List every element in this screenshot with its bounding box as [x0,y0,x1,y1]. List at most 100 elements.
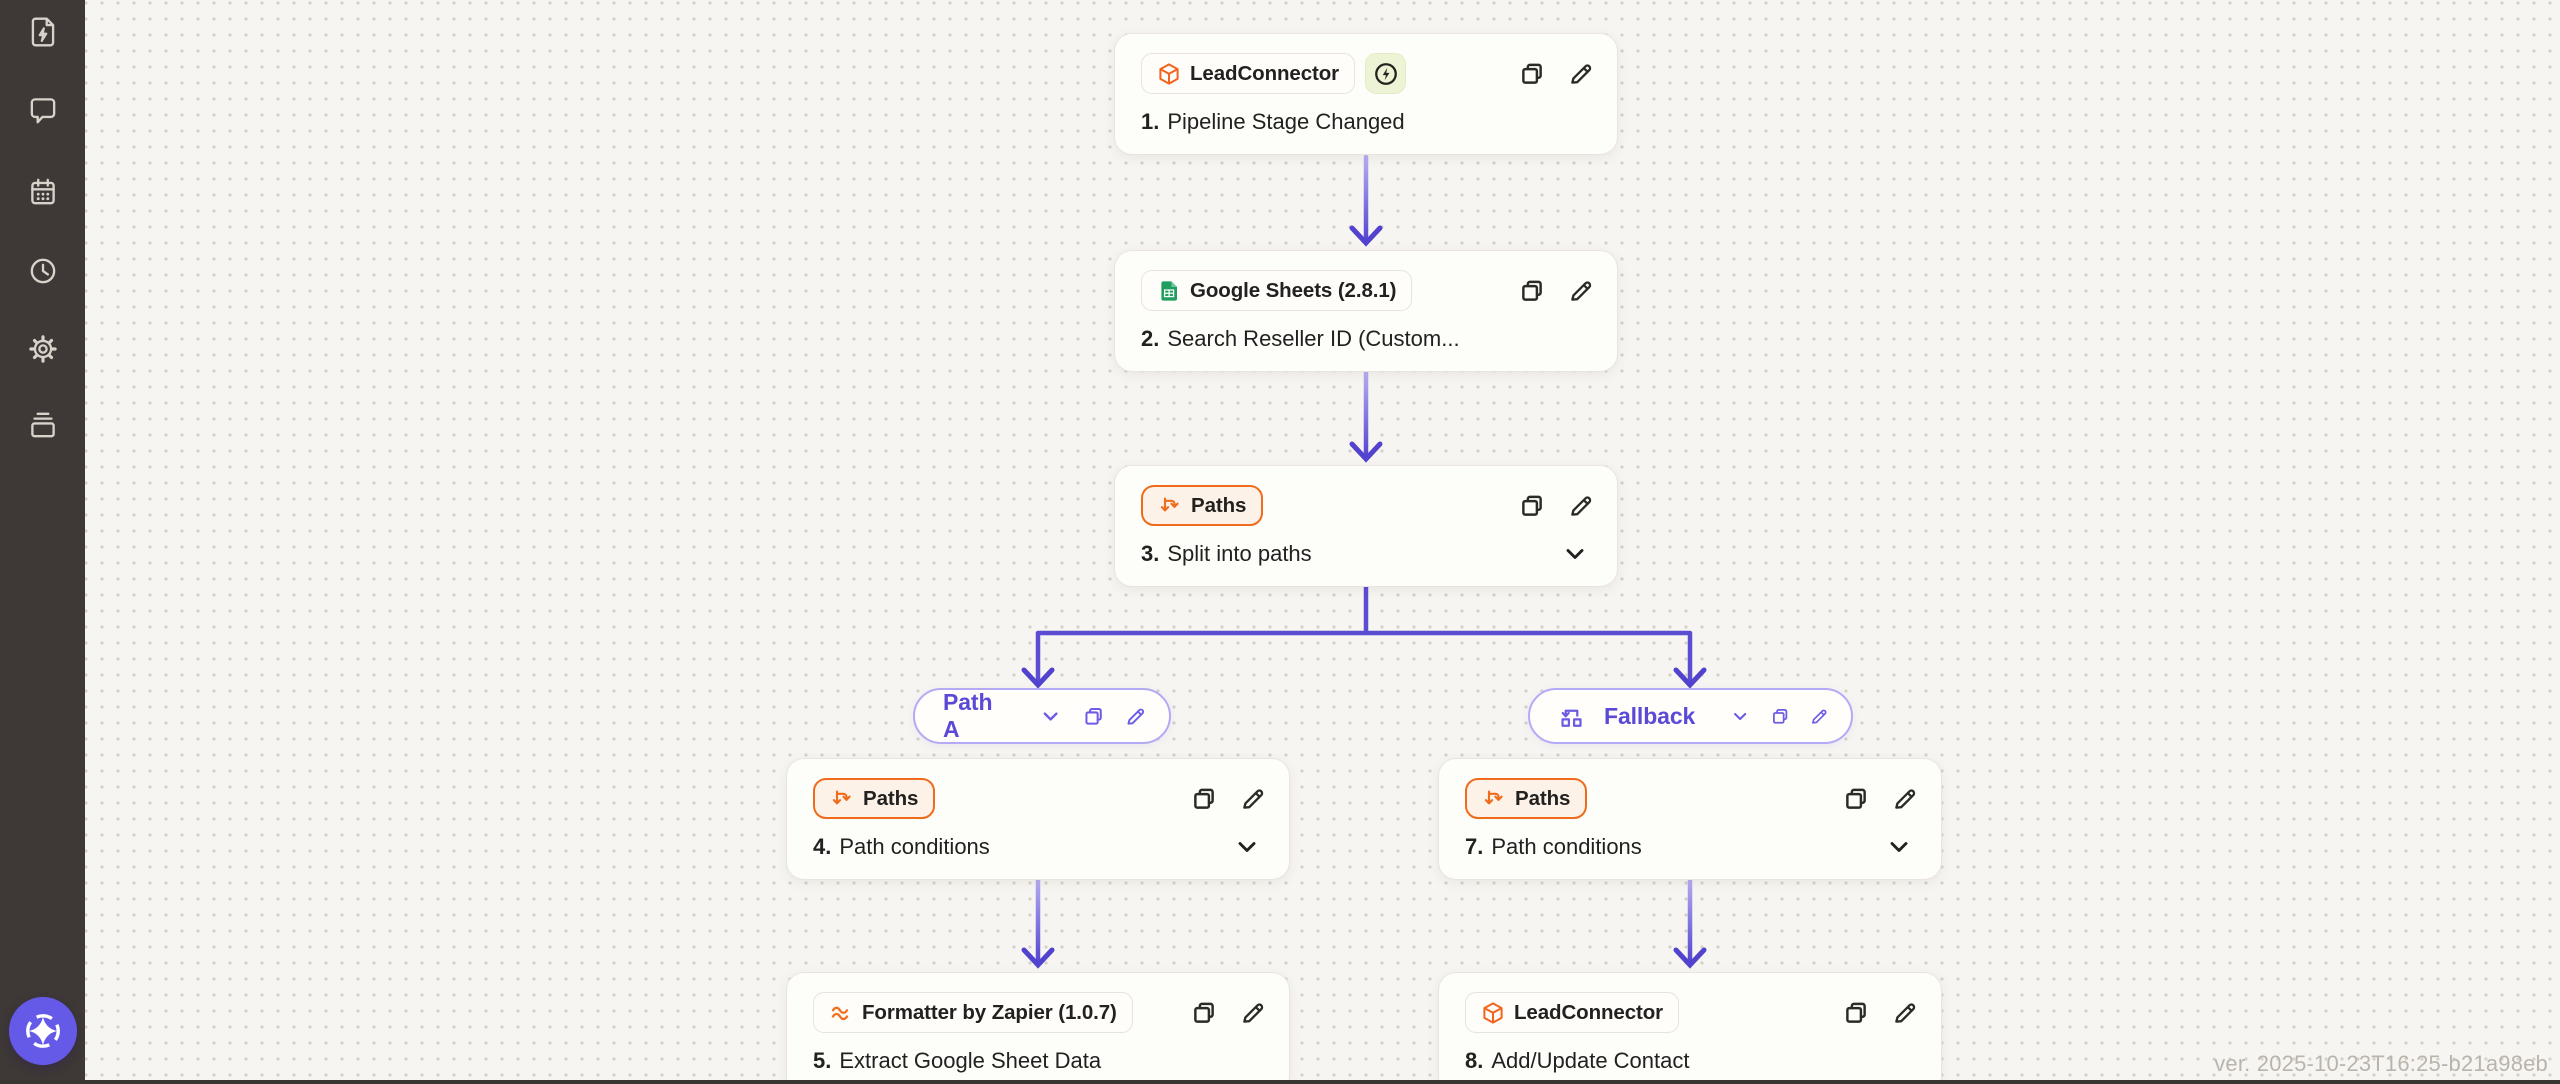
duplicate-step-button[interactable] [1842,999,1870,1027]
step-title: 1. Pipeline Stage Changed [1141,109,1595,135]
bottom-edge [0,1080,2560,1084]
chevron-down-icon [1730,703,1750,730]
copy-icon [1518,492,1546,520]
edit-step-button[interactable] [1239,785,1267,813]
edit-step-button[interactable] [1239,999,1267,1027]
app-badge-label: Google Sheets (2.8.1) [1190,278,1397,302]
sidebar-schedule-button[interactable] [21,170,65,214]
settings-gear-icon [26,332,60,366]
step-card-2[interactable]: Google Sheets (2.8.1) 2. Search Reseller… [1114,250,1618,372]
step-actions [1842,999,1919,1027]
sidebar-comments-button[interactable] [21,88,65,132]
clock-icon [26,254,60,288]
chevron-down-icon [1233,833,1261,861]
collapse-paths-button[interactable] [1233,833,1261,861]
app-badge-label: LeadConnector [1190,61,1340,85]
step-actions [1518,277,1595,305]
edit-step-button[interactable] [1567,60,1595,88]
calendar-icon [26,175,60,209]
step-card-header: Paths [1141,485,1595,526]
duplicate-step-button[interactable] [1190,999,1218,1027]
branch-expand-button[interactable] [1039,703,1062,730]
step-card-5[interactable]: Formatter by Zapier (1.0.7) 5. Extract G… [786,972,1290,1084]
formatter-icon [829,1001,853,1025]
duplicate-step-button[interactable] [1518,492,1546,520]
chevron-down-icon [1561,540,1589,568]
edit-step-button[interactable] [1567,277,1595,305]
branch-expand-button[interactable] [1730,703,1750,730]
app-badge-label: LeadConnector [1514,1000,1664,1024]
edit-step-button[interactable] [1567,492,1595,520]
branch-pill-fallback[interactable]: Fallback [1528,688,1853,744]
pencil-icon [1124,703,1147,730]
duplicate-step-button[interactable] [1518,60,1546,88]
step-card-8[interactable]: LeadConnector 8. Add/Update Contact [1438,972,1942,1084]
duplicate-step-button[interactable] [1518,277,1546,305]
leadconnector-icon [1481,1001,1505,1025]
copy-icon [1190,785,1218,813]
sidebar-notes-button[interactable] [21,10,65,54]
app-badge-paths[interactable]: Paths [813,778,936,819]
app-badge-label: Paths [1515,786,1571,810]
pencil-icon [1239,999,1267,1027]
edit-step-button[interactable] [1891,785,1919,813]
sidebar-history-button[interactable] [21,249,65,293]
copilot-button[interactable] [9,997,77,1065]
step-number: 5. [813,1048,832,1073]
step-number: 7. [1465,834,1484,859]
pencil-icon [1567,492,1595,520]
version-label: ver. 2025-10-23T16:25-b21a98eb [2214,1051,2548,1076]
duplicate-step-button[interactable] [1842,785,1870,813]
step-actions [1518,492,1595,520]
app-badge-leadconnector[interactable]: LeadConnector [1141,53,1356,94]
app-badge-paths[interactable]: Paths [1141,485,1264,526]
lightning-icon [1373,61,1399,87]
pencil-icon [1891,785,1919,813]
app-badge-leadconnector[interactable]: LeadConnector [1465,992,1680,1033]
edit-branch-button[interactable] [1809,703,1829,730]
copy-icon [1190,999,1218,1027]
step-title: 5. Extract Google Sheet Data [813,1048,1267,1074]
copy-icon [1518,60,1546,88]
step-title: 2. Search Reseller ID (Custom... [1141,326,1595,352]
collapse-paths-button[interactable] [1561,540,1589,568]
duplicate-branch-button[interactable] [1770,703,1790,730]
copy-icon [1770,703,1790,730]
edit-branch-button[interactable] [1124,703,1147,730]
duplicate-branch-button[interactable] [1082,703,1105,730]
pencil-icon [1567,60,1595,88]
left-sidebar [0,0,85,1084]
collapse-paths-button[interactable] [1885,833,1913,861]
edit-step-button[interactable] [1891,999,1919,1027]
step-title-text: Pipeline Stage Changed [1167,109,1405,134]
step-title: 8. Add/Update Contact [1465,1048,1919,1074]
app-badge-formatter[interactable]: Formatter by Zapier (1.0.7) [813,992,1133,1033]
chevron-down-icon [1885,833,1913,861]
sparkle-icon [22,1010,64,1052]
step-card-4[interactable]: Paths 4. Path conditions [786,758,1290,880]
sidebar-versions-button[interactable] [21,403,65,447]
step-card-header: Paths [813,778,1267,819]
chevron-down-icon [1039,703,1062,730]
fallback-icon [1558,703,1585,730]
branch-pill-path-a[interactable]: Path A [913,688,1171,744]
step-title-text: Split into paths [1167,541,1312,566]
step-card-3[interactable]: Paths 3. Split into paths [1114,465,1618,587]
copy-icon [1518,277,1546,305]
step-card-header: LeadConnector [1141,53,1595,94]
sidebar-settings-button[interactable] [21,327,65,371]
step-number: 8. [1465,1048,1484,1073]
document-zap-icon [26,15,60,49]
step-card-7[interactable]: Paths 7. Path conditions [1438,758,1942,880]
step-actions [1190,999,1267,1027]
app-badge-label: Formatter by Zapier (1.0.7) [862,1000,1117,1024]
app-badge-google-sheets[interactable]: Google Sheets (2.8.1) [1141,270,1413,311]
branch-label: Path A [943,689,993,742]
pencil-icon [1809,703,1829,730]
app-badge-paths[interactable]: Paths [1465,778,1588,819]
step-actions [1190,785,1267,813]
app-badge-label: Paths [1191,493,1247,517]
step-card-header: Google Sheets (2.8.1) [1141,270,1595,311]
duplicate-step-button[interactable] [1190,785,1218,813]
step-card-1[interactable]: LeadConnector 1. Pipeline Stage Changed [1114,33,1618,155]
